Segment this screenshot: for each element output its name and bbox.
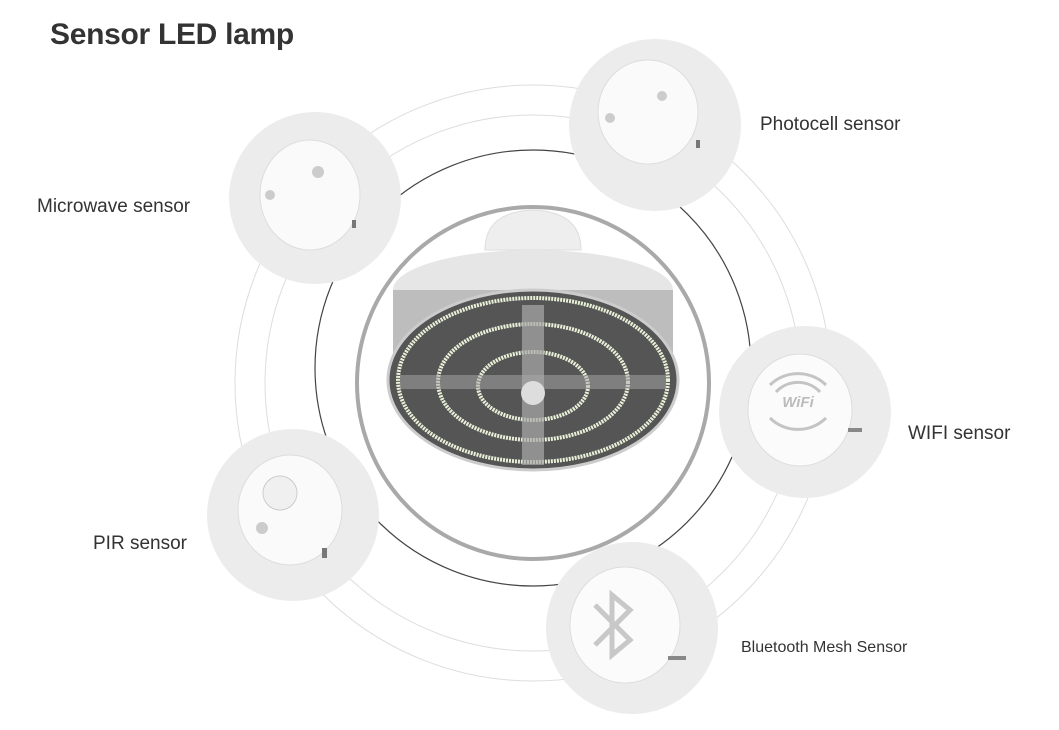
bluetooth-sensor-disc (546, 542, 718, 714)
photocell-sensor-disc (569, 39, 741, 211)
bluetooth-sensor-label: Bluetooth Mesh Sensor (741, 639, 908, 656)
wifi-device-text: WiFi (782, 394, 814, 411)
page-title: Sensor LED lamp (50, 18, 294, 51)
led-lamp (355, 205, 711, 561)
wifi-sensor-label: WIFI sensor (908, 423, 1011, 444)
photocell-sensor-label: Photocell sensor (760, 114, 901, 135)
microwave-sensor-label: Microwave sensor (37, 196, 191, 217)
pir-sensor-label: PIR sensor (93, 533, 187, 554)
microwave-sensor-disc (229, 112, 401, 284)
pir-sensor-disc (207, 429, 379, 601)
wifi-sensor-disc: WiFi (719, 326, 891, 498)
